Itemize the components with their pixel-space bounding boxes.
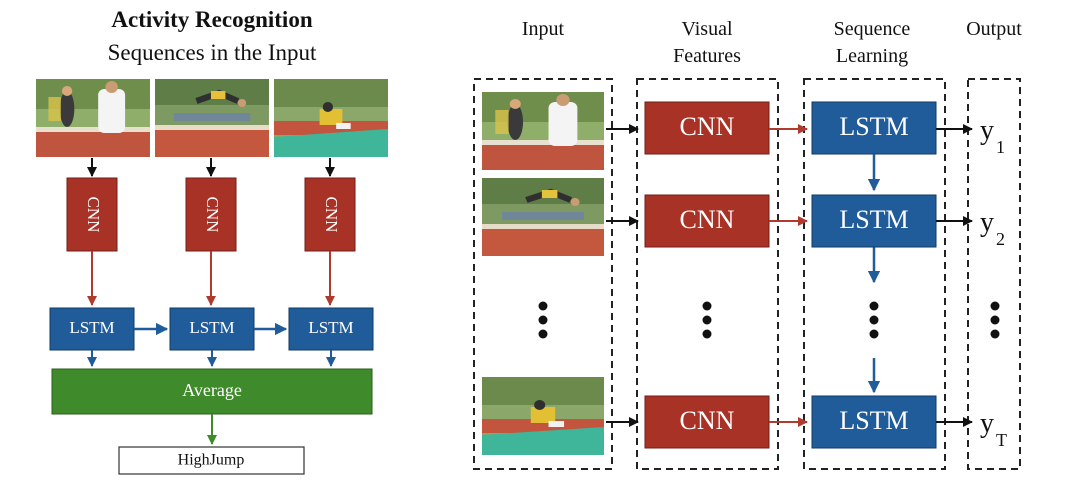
header-sequence-line1: Sequence xyxy=(834,18,911,40)
row2-output-symbol: y xyxy=(980,207,994,238)
left-frame-3 xyxy=(274,79,388,157)
right-frame-1 xyxy=(482,92,604,170)
column-sequence-box xyxy=(803,78,946,470)
rowT-cnn: CNN xyxy=(644,395,770,449)
left-cnn-2-label: CNN xyxy=(203,197,222,233)
rowT-output: y T xyxy=(980,408,1007,450)
rowT-lstm-label: LSTM xyxy=(839,406,908,435)
left-frame-2 xyxy=(155,79,269,157)
left-cnn-1-label: CNN xyxy=(84,197,103,233)
left-lstm-1: LSTM xyxy=(49,307,135,351)
left-title: Activity Recognition xyxy=(111,7,312,32)
row1-cnn: CNN xyxy=(644,101,770,155)
row1-lstm: LSTM xyxy=(811,101,937,155)
header-sequence-line2: Learning xyxy=(836,45,908,67)
average-bar: Average xyxy=(51,368,373,415)
left-cnn-3: CNN xyxy=(304,177,356,252)
rowT-cnn-label: CNN xyxy=(680,406,735,435)
rowT-output-subscript: T xyxy=(996,430,1007,450)
header-visual-line1: Visual xyxy=(681,18,732,40)
row2-output-subscript: 2 xyxy=(996,229,1005,249)
right-panel: Input Visual Features Sequence Learning … xyxy=(473,18,1022,470)
left-lstm-2-label: LSTM xyxy=(189,318,234,337)
row1-output-subscript: 1 xyxy=(996,137,1005,157)
rowT-lstm: LSTM xyxy=(811,395,937,449)
average-label: Average xyxy=(182,380,242,400)
row1-cnn-label: CNN xyxy=(680,112,735,141)
column-output-box xyxy=(967,78,1021,470)
header-input: Input xyxy=(522,18,565,40)
left-lstm-2: LSTM xyxy=(169,307,255,351)
column-visual-box xyxy=(636,78,779,470)
output-class-label: HighJump xyxy=(178,452,245,469)
row1-output-symbol: y xyxy=(980,115,994,146)
row2-cnn: CNN xyxy=(644,194,770,248)
left-subtitle: Sequences in the Input xyxy=(108,40,317,65)
header-output: Output xyxy=(966,18,1022,40)
row2-cnn-label: CNN xyxy=(680,205,735,234)
left-panel: Activity Recognition Sequences in the In… xyxy=(36,7,388,475)
output-class-box: HighJump xyxy=(118,446,305,475)
left-lstm-3: LSTM xyxy=(288,307,374,351)
left-lstm-3-label: LSTM xyxy=(308,318,353,337)
row1-output: y 1 xyxy=(980,115,1005,157)
row2-output: y 2 xyxy=(980,207,1005,249)
right-frame-3 xyxy=(482,377,604,455)
left-cnn-2: CNN xyxy=(185,177,237,252)
row2-lstm-label: LSTM xyxy=(839,205,908,234)
left-frame-1 xyxy=(36,79,150,157)
right-frame-2 xyxy=(482,178,604,256)
left-lstm-1-label: LSTM xyxy=(69,318,114,337)
left-cnn-1: CNN xyxy=(66,177,118,252)
row2-lstm: LSTM xyxy=(811,194,937,248)
rowT-output-symbol: y xyxy=(980,408,994,439)
row1-lstm-label: LSTM xyxy=(839,112,908,141)
header-visual-line2: Features xyxy=(673,45,741,67)
left-cnn-3-label: CNN xyxy=(322,197,341,233)
ellipsis-vertical-dots-icon xyxy=(538,301,1000,339)
